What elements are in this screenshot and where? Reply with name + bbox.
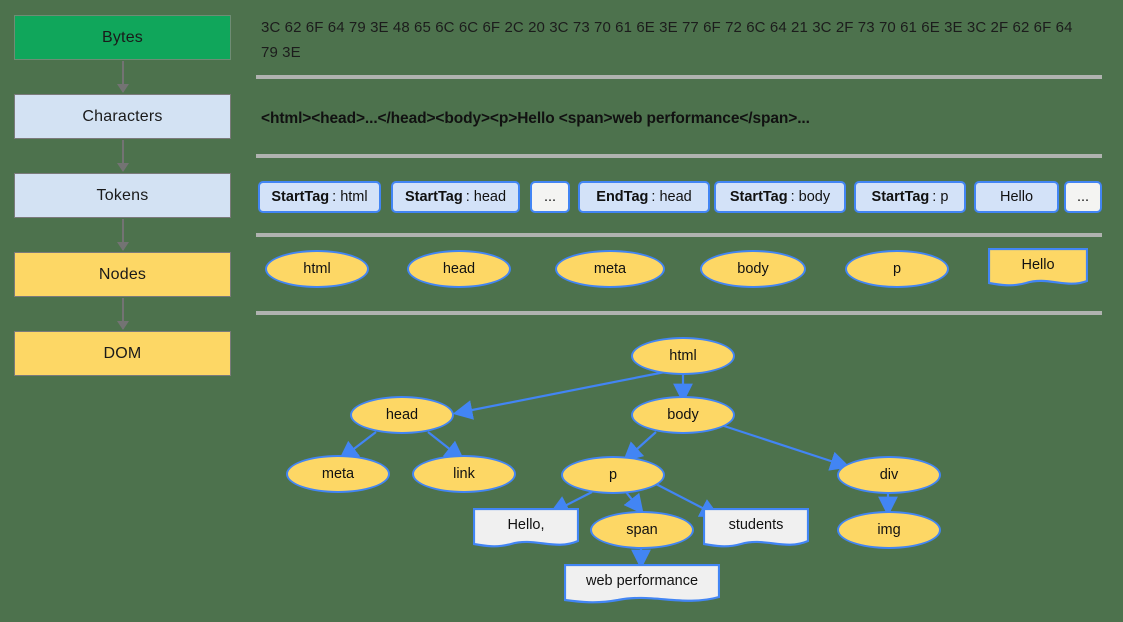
- pipeline-step-tokens: Tokens: [14, 173, 231, 218]
- dom-node-label: body: [667, 407, 699, 423]
- pipeline-arrow-tokens-nodes: [117, 219, 129, 251]
- pipeline-step-label: Characters: [82, 107, 163, 125]
- node-chip-label: p: [892, 261, 902, 277]
- token-value: Hello: [999, 189, 1034, 205]
- token-starttag-html[interactable]: StartTag: html: [258, 181, 381, 213]
- document-shape-icon: [473, 508, 579, 548]
- pipeline-step-label: Nodes: [98, 265, 147, 283]
- document-shape-icon: [988, 248, 1088, 287]
- dom-node-label: head: [385, 407, 419, 423]
- dom-node-label: html: [669, 348, 697, 364]
- node-chip-label: meta: [593, 261, 627, 277]
- token-kind: StartTag: [871, 189, 930, 205]
- pipeline-arrow-bytes-characters: [117, 61, 129, 93]
- dom-node-html[interactable]: html: [631, 337, 735, 375]
- dom-node-label: span: [626, 522, 658, 538]
- dom-node-meta[interactable]: meta: [286, 455, 390, 493]
- token-kind: StartTag: [404, 189, 463, 205]
- node-chip-label: head: [442, 261, 476, 277]
- pipeline-step-label: DOM: [103, 344, 142, 362]
- node-chip-meta[interactable]: meta: [555, 250, 665, 288]
- node-chip-label: body: [737, 261, 769, 277]
- characters-markup-text: <html><head>...</head><body><p>Hello <sp…: [261, 110, 810, 127]
- token-value: ...: [543, 189, 557, 205]
- token-value: : body: [790, 189, 831, 205]
- token-value: ...: [1076, 189, 1090, 205]
- pipeline-step-label: Tokens: [96, 186, 149, 204]
- node-chip-body[interactable]: body: [700, 250, 806, 288]
- separator-characters: [256, 154, 1102, 158]
- node-chip-head[interactable]: head: [407, 250, 511, 288]
- dom-node-span[interactable]: span: [590, 511, 694, 549]
- dom-node-label: meta: [321, 466, 355, 482]
- pipeline-step-label: Bytes: [101, 28, 143, 46]
- dom-node-label: p: [608, 467, 618, 483]
- token-value: : html: [332, 189, 368, 205]
- token-starttag-body[interactable]: StartTag: body: [714, 181, 846, 213]
- pipeline-step-bytes: Bytes: [14, 15, 231, 60]
- node-chip-p[interactable]: p: [845, 250, 949, 288]
- token-ellipsis-2[interactable]: ...: [1064, 181, 1102, 213]
- document-shape-icon: [703, 508, 809, 548]
- token-value: : p: [932, 189, 949, 205]
- node-chip-label: html: [303, 261, 331, 277]
- dom-node-text-students[interactable]: students: [703, 508, 809, 552]
- dom-node-link[interactable]: link: [412, 455, 516, 493]
- dom-node-img[interactable]: img: [837, 511, 941, 549]
- token-kind: StartTag: [271, 189, 330, 205]
- document-shape-icon: [564, 564, 720, 604]
- dom-node-label: link: [453, 466, 475, 482]
- pipeline-step-nodes: Nodes: [14, 252, 231, 297]
- pipeline-arrow-nodes-dom: [117, 298, 129, 330]
- dom-node-label: img: [877, 522, 901, 538]
- token-kind: StartTag: [729, 189, 788, 205]
- dom-node-body[interactable]: body: [631, 396, 735, 434]
- dom-node-div[interactable]: div: [837, 456, 941, 494]
- dom-node-label: div: [879, 467, 899, 483]
- separator-tokens: [256, 233, 1102, 237]
- bytes-hex-text: 3C 62 6F 64 79 3E 48 65 6C 6C 6F 2C 20 3…: [261, 19, 1073, 61]
- node-chip-html[interactable]: html: [265, 250, 369, 288]
- token-starttag-head[interactable]: StartTag: head: [391, 181, 520, 213]
- pipeline-step-characters: Characters: [14, 94, 231, 139]
- token-value: : head: [651, 189, 692, 205]
- dom-node-text-hello[interactable]: Hello,: [473, 508, 579, 552]
- token-text-hello[interactable]: Hello: [974, 181, 1059, 213]
- token-endtag-head[interactable]: EndTag: head: [578, 181, 710, 213]
- dom-node-head[interactable]: head: [350, 396, 454, 434]
- separator-bytes: [256, 75, 1102, 79]
- token-value: : head: [465, 189, 507, 205]
- dom-node-p[interactable]: p: [561, 456, 665, 494]
- pipeline-arrow-characters-tokens: [117, 140, 129, 172]
- pipeline-step-dom: DOM: [14, 331, 231, 376]
- token-kind: EndTag: [596, 189, 649, 205]
- dom-node-text-web-performance[interactable]: web performance: [564, 564, 720, 608]
- token-ellipsis-1[interactable]: ...: [530, 181, 570, 213]
- token-starttag-p[interactable]: StartTag: p: [854, 181, 966, 213]
- separator-nodes: [256, 311, 1102, 315]
